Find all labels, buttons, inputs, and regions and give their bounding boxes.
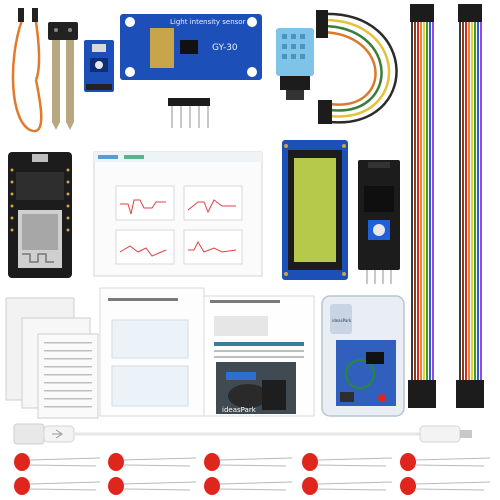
manual-booklet: ideasPark bbox=[99, 287, 315, 417]
led-8 bbox=[204, 477, 293, 495]
led-3 bbox=[204, 453, 293, 471]
case-brand-label: ideasPark bbox=[332, 318, 352, 323]
component-case: ideasPark bbox=[321, 295, 405, 417]
dht-jumper-wires bbox=[316, 10, 398, 124]
jumper-bundle-right bbox=[456, 4, 484, 408]
led-2 bbox=[108, 453, 197, 471]
comparator-module bbox=[84, 40, 114, 92]
led-7 bbox=[108, 477, 197, 495]
led-6 bbox=[14, 477, 101, 495]
dht11-sensor bbox=[276, 28, 314, 100]
led-4 bbox=[302, 453, 393, 471]
light-sensor-title: Light intensity sensor bbox=[170, 18, 246, 26]
i2c-adapter bbox=[358, 160, 400, 284]
dashboard-printout bbox=[93, 151, 263, 277]
light-sensor-model: GY-30 bbox=[212, 43, 238, 53]
breadboards bbox=[5, 297, 99, 419]
dashboard-panels bbox=[115, 185, 243, 265]
led-1 bbox=[14, 453, 101, 471]
usb-cable bbox=[13, 423, 472, 445]
gy30-light-sensor: Light intensity sensor GY-30 bbox=[120, 14, 262, 80]
led-10 bbox=[400, 477, 491, 495]
led-9 bbox=[302, 477, 393, 495]
header-pins bbox=[168, 98, 210, 128]
nodemcu-board bbox=[8, 152, 72, 278]
lcd-1602 bbox=[282, 140, 348, 280]
red-leds bbox=[14, 453, 491, 495]
led-5 bbox=[400, 453, 491, 471]
soil-moisture-sensor bbox=[11, 8, 78, 133]
manual-brand-label: ideasPark bbox=[222, 406, 257, 414]
jumper-bundle-left bbox=[408, 4, 436, 408]
